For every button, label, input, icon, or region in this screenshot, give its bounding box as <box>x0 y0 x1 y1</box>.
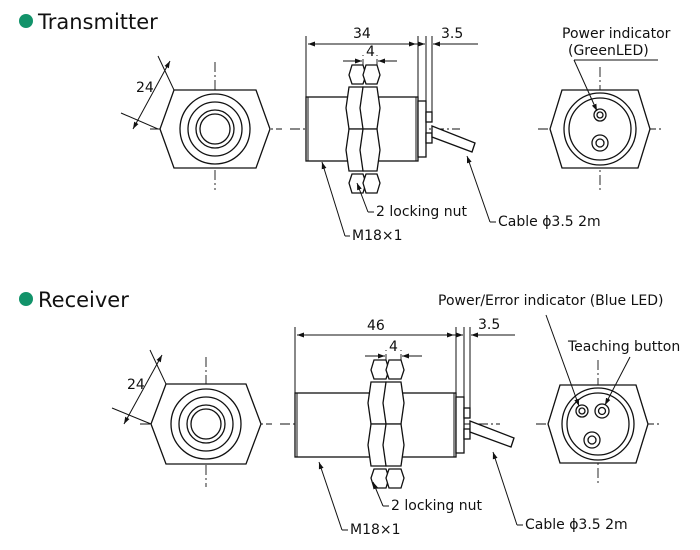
transmitter-front-view: 24 <box>120 55 282 190</box>
transmitter-cable-label: Cable ϕ3.5 2m <box>498 214 601 230</box>
receiver-indicator-label: Power/Error indicator (Blue LED) <box>438 293 663 309</box>
receiver-cable-label: Cable ϕ3.5 2m <box>525 517 628 533</box>
receiver-across-flats-dim: 24 <box>127 377 145 393</box>
section-bullet-icon <box>19 292 33 306</box>
transmitter-heading: Transmitter <box>37 10 158 34</box>
receiver-nut-width-dim: 4 <box>389 339 398 355</box>
receiver-side-view: 46 4 3.5 M18×1 2 locking nut Cable ϕ3.5 … <box>280 317 628 538</box>
receiver-rear-view: Power/Error indicator (Blue LED) Teachin… <box>438 293 680 485</box>
transmitter-section: Transmitter 24 <box>19 10 671 244</box>
section-bullet-icon <box>19 14 33 28</box>
receiver-nut-label: 2 locking nut <box>391 498 482 514</box>
receiver-cable-offset-dim: 3.5 <box>478 317 500 333</box>
transmitter-indicator-label: Power indicator <box>562 26 671 42</box>
transmitter-thread-label: M18×1 <box>352 228 403 244</box>
receiver-thread-label: M18×1 <box>350 522 401 538</box>
receiver-button-label: Teaching button <box>567 339 680 355</box>
transmitter-indicator-label-sub: (GreenLED) <box>568 43 649 59</box>
transmitter-nut-label: 2 locking nut <box>376 204 467 220</box>
transmitter-across-flats-dim: 24 <box>136 80 154 96</box>
receiver-front-view: 24 <box>111 349 272 487</box>
receiver-section: Receiver 24 <box>19 288 680 538</box>
transmitter-side-view: 34 4 3.5 M18×1 2 locking nut Cable ϕ3.5 … <box>290 26 601 244</box>
transmitter-cable-offset-dim: 3.5 <box>441 26 463 42</box>
transmitter-rear-view: Power indicator (GreenLED) <box>538 26 671 190</box>
receiver-body-length-dim: 46 <box>367 318 385 334</box>
transmitter-nut-width-dim: 4 <box>366 44 375 60</box>
receiver-heading: Receiver <box>38 288 129 312</box>
transmitter-body-length-dim: 34 <box>353 26 371 42</box>
